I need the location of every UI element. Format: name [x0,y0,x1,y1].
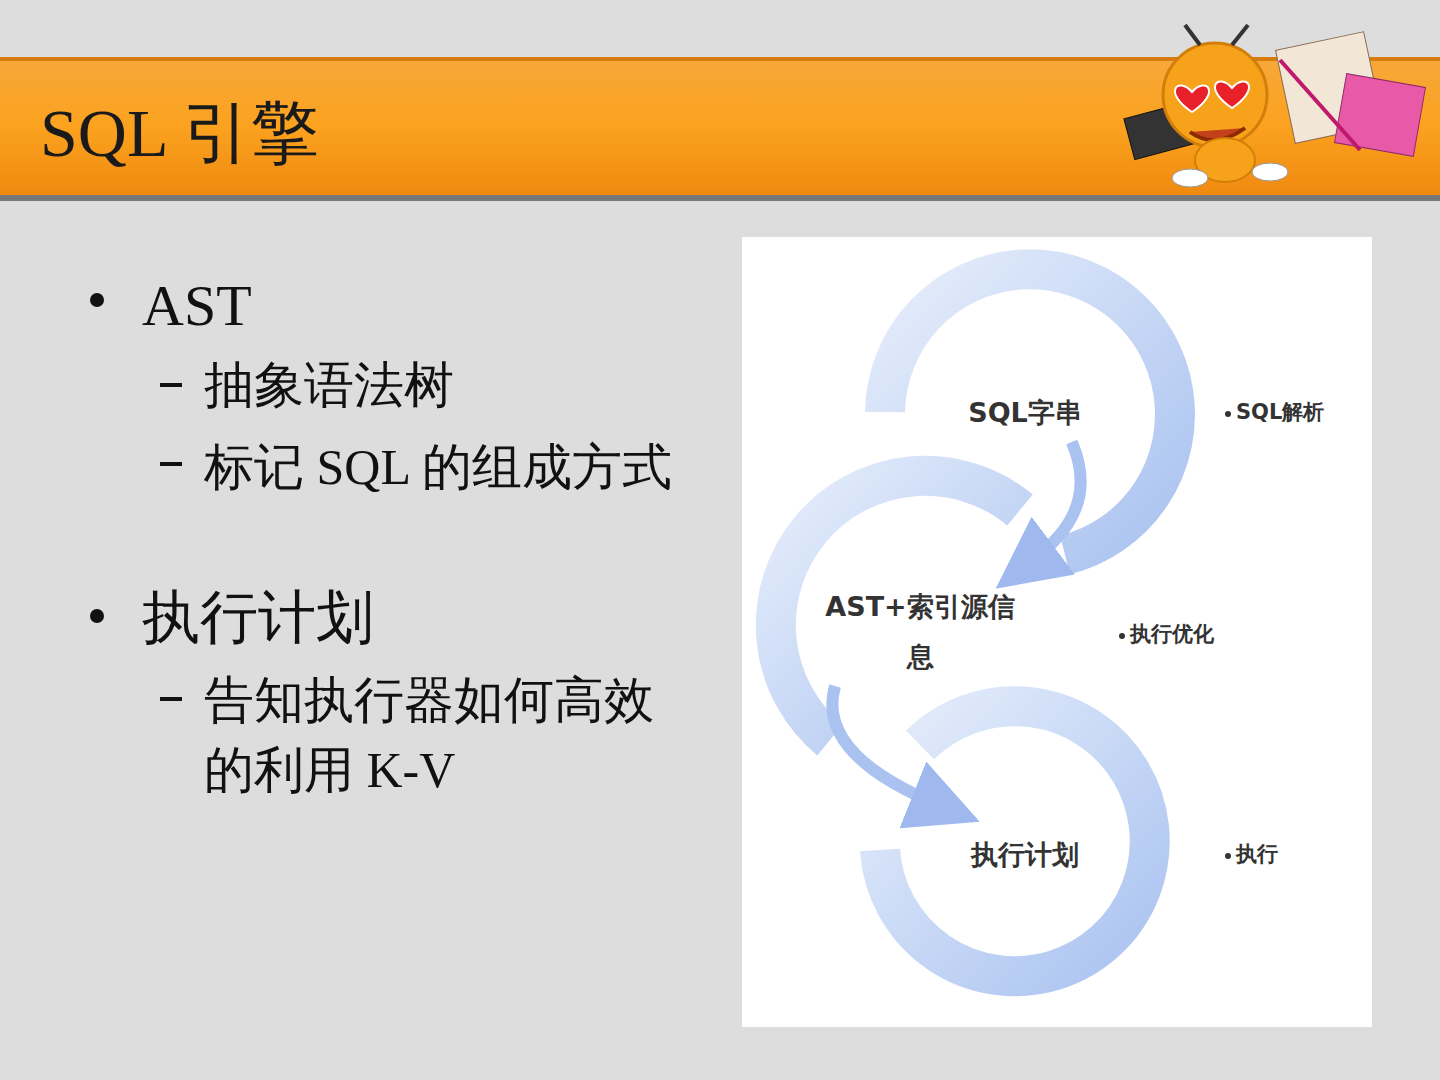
flow-arrow [1010,442,1081,578]
dash-marker [160,383,182,387]
dash-marker [160,697,182,701]
cycle-step: 执行计划 [971,830,1079,880]
step-label: 执行优化 [1130,621,1260,648]
sub-bullet-text: 告知执行器如何高效的利用 K-V [204,665,674,805]
step-text: SQL字串 [968,388,1082,438]
step-label: 执行 [1236,841,1366,868]
bullet-dot [90,293,104,307]
dash-marker [160,462,182,466]
step-label: SQL解析 [1236,399,1366,426]
slide-title: SQL 引擎 [40,88,319,178]
sub-bullet-text: 抽象语法树 [204,353,684,418]
flow-arrow [832,686,963,815]
step-text: 执行计划 [971,830,1079,880]
cycle-step: SQL字串 [968,388,1082,438]
sub-bullet-text: 标记 SQL 的组成方式 [204,432,684,502]
bullet-dot [90,609,104,623]
cycle-rings [776,269,1175,976]
step-text: AST+索引源信息 [815,582,1025,682]
bullet-text: 执行计划 [142,580,642,655]
cycle-step: AST+索引源信息 [815,582,1025,682]
diagram-panel [742,237,1372,1027]
bullet-text: AST [142,268,642,343]
ant-mascot [1124,25,1426,187]
